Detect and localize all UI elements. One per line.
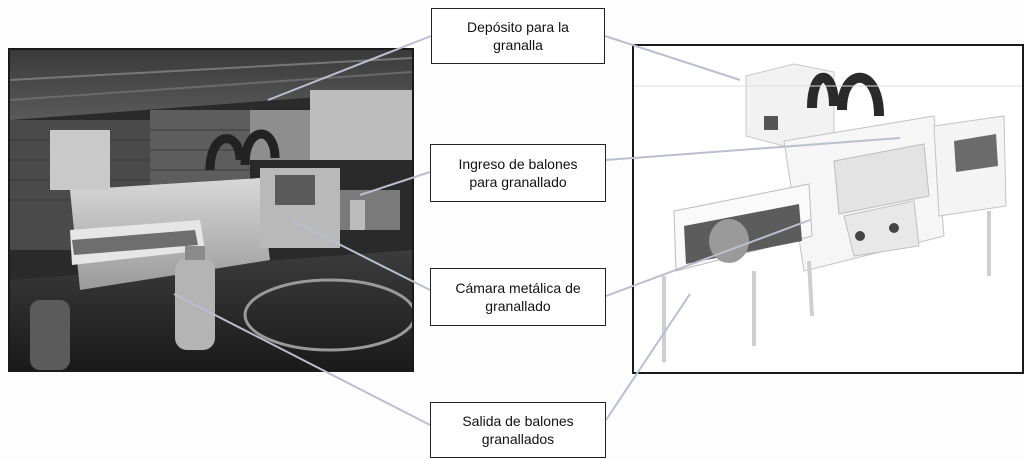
label-salida-balones: Salida de balones granallados [430, 402, 606, 458]
label-camara-line2: granallado [485, 298, 551, 314]
label-deposito-line2: granalla [493, 37, 543, 53]
factory-photo [8, 48, 414, 372]
factory-photo-illustration [10, 50, 412, 370]
label-ingreso-line2: para granallado [469, 174, 567, 190]
label-ingreso-line1: Ingreso de balones [458, 156, 578, 172]
label-salida-line2: granallados [481, 431, 555, 447]
machine-render [632, 44, 1024, 374]
label-camara-metalica: Cámara metálica de granallado [430, 268, 606, 326]
label-ingreso-balones: Ingreso de balones para granallado [430, 144, 606, 202]
label-deposito-line1: Depósito para la [467, 19, 569, 35]
label-salida-line1: Salida de balones [462, 413, 574, 429]
label-deposito-granalla: Depósito para la granalla [431, 8, 605, 64]
label-camara-line1: Cámara metálica de [455, 280, 581, 296]
machine-render-illustration [634, 46, 1022, 372]
